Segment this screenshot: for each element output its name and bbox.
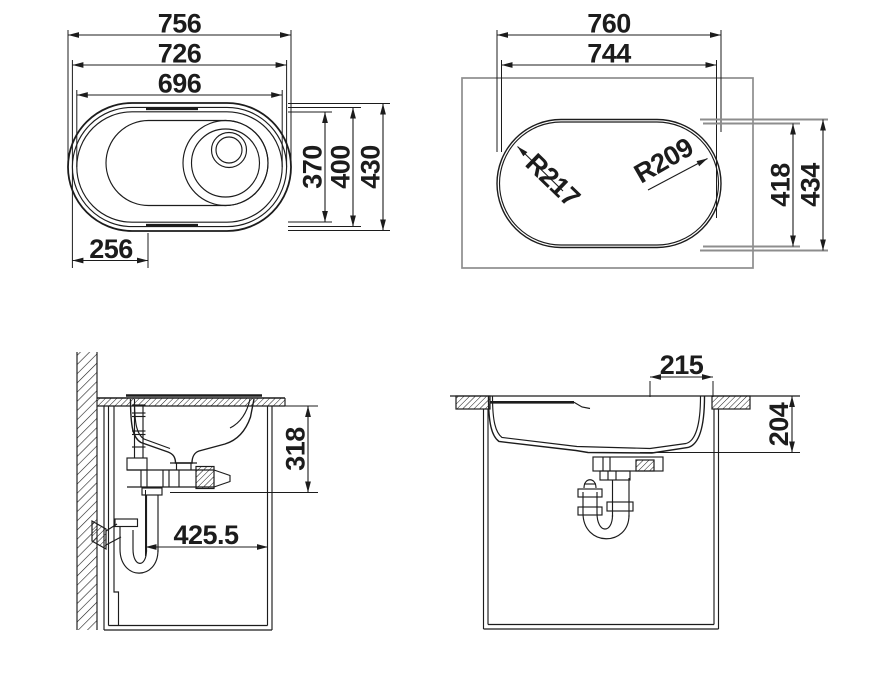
side-section-view: 318 425.5 [76,352,318,631]
dim-cutout-height: 418 [766,163,796,207]
drain-outer-circle [210,131,248,169]
dim-bowl-depth: 204 [764,402,794,446]
trap-outer-bend [119,548,159,574]
cleanout-cap [583,479,597,489]
strap-outer-bend [582,512,630,540]
cutout-dimensions: 760 744 418 434 R217 R209 [497,9,826,251]
worktop-section [97,398,285,406]
dim-rim-height: 400 [326,145,356,189]
dim-radius-inner: R209 [629,132,699,189]
cabinet-front [482,409,720,630]
strainer-hatch [635,459,655,472]
cutout-extension-lines [496,30,828,252]
side-section-dimensions: 318 425.5 [145,405,318,556]
worktop-right-section [711,395,751,410]
dim-drain-distance: 425.5 [173,520,239,550]
dim-radius-outer: R217 [520,148,586,213]
dim-basin-height: 370 [298,145,328,189]
bowl-section-profile [129,398,255,464]
front-section-dimensions: 215 204 [640,350,800,453]
cutout-outer-outline [496,118,722,249]
top-view: 756 726 696 370 400 430 256 [67,9,390,268]
front-section-view: 215 204 [450,350,800,630]
cabinet-side [103,406,273,631]
dim-drainer-width: 256 [89,234,133,264]
bowl-rim-circle [182,119,269,207]
worktop-left-section [455,395,491,410]
sink-mid-rim-outline [71,106,288,228]
trap-inner-bend [132,548,148,564]
dim-overall-width: 756 [158,9,202,39]
pan-section-profile [487,396,706,454]
dim-cutout-overall-height: 434 [796,163,826,207]
cutout-inner-outline [498,121,720,246]
basin-outline [105,119,269,207]
wall-hatch [77,352,97,630]
dim-installation-depth: 318 [281,427,311,471]
bowl-floor-circle [190,128,261,198]
dim-cutout-width: 744 [587,39,631,69]
dim-rim-width: 726 [158,39,202,69]
sink-outer-rim-outline [67,102,292,232]
dim-basin-width: 696 [158,69,202,99]
side-plumbing [91,404,231,574]
dim-overall-height: 430 [356,145,386,189]
front-plumbing [577,456,664,540]
wall-outlet-flange [91,519,107,551]
top-view-extension-lines [67,30,390,268]
rim-edge-marks [146,107,198,227]
cutout-view: 760 744 418 434 R217 R209 [461,9,828,269]
top-view-dimensions: 756 726 696 370 400 430 256 [68,9,386,264]
worktop-outline [461,77,754,269]
waste-fitting-hatch [195,465,215,490]
drain-inner-circle [215,136,243,164]
dim-cutout-overall-width: 760 [587,9,631,39]
strap-inner-bend [596,512,614,530]
dim-drain-offset: 215 [660,350,704,380]
